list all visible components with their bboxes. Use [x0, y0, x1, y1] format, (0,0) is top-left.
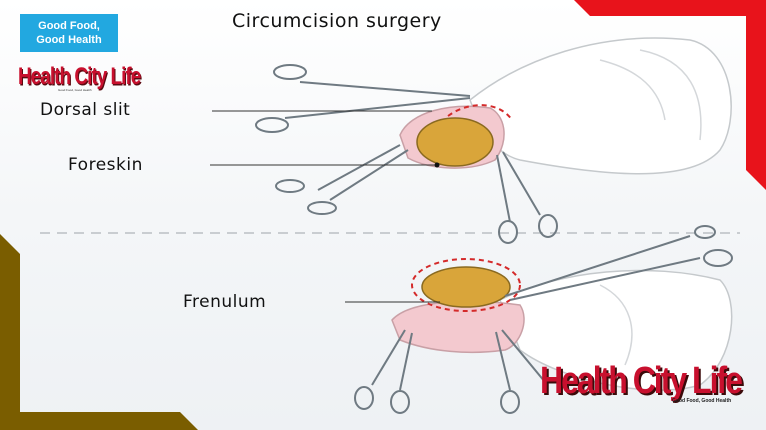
label-dorsal-slit: Dorsal slit [40, 100, 130, 120]
diagram-title: Circumcision surgery [232, 10, 442, 32]
badge-line-1: Good Food, [20, 19, 118, 33]
badge-line-2: Good Health [20, 33, 118, 47]
brand-logo-large: Health City Life [540, 358, 741, 402]
clamp-bottom-left [355, 330, 412, 413]
glans-top [417, 118, 493, 166]
foreskin-marker [435, 163, 440, 168]
foreskin-bottom [392, 301, 524, 352]
brand-badge: Good Food, Good Health [20, 14, 118, 52]
label-foreskin: Foreskin [68, 155, 143, 175]
brand-logo-small-tagline: Good Food, Good Health [58, 88, 92, 92]
glans-bottom [422, 267, 510, 307]
label-frenulum: Frenulum [183, 292, 266, 312]
clamp-top-left [276, 145, 408, 214]
corner-olive-bottom-left [0, 234, 198, 430]
brand-logo-large-tagline: Good Food, Good Health [672, 398, 731, 404]
shaft-top [470, 38, 731, 174]
